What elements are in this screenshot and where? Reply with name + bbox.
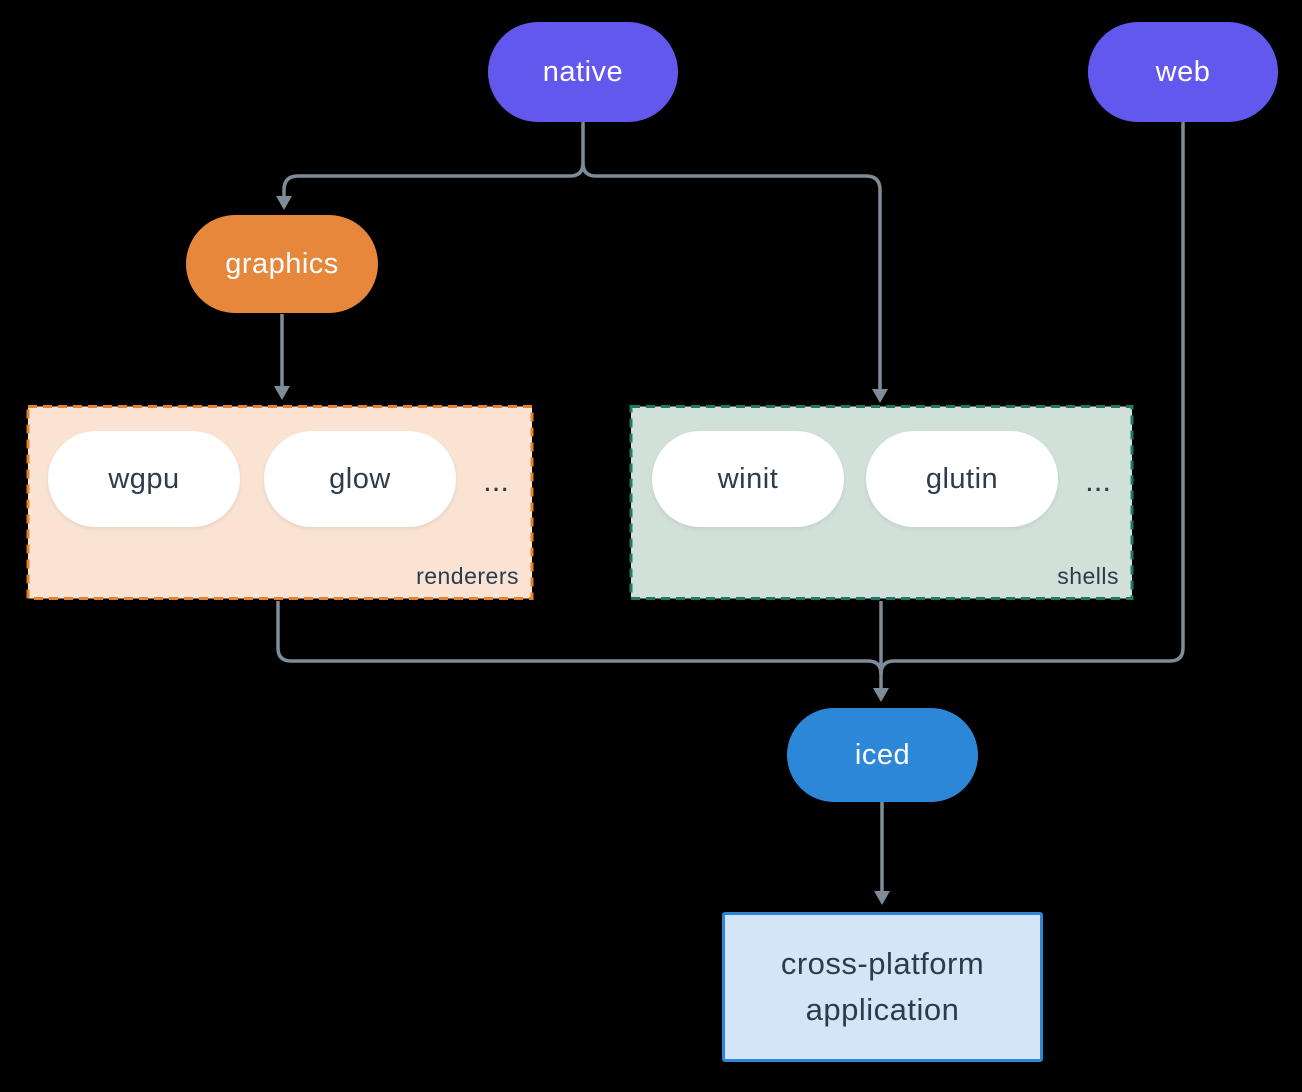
arrowhead-graphics [276,196,292,210]
renderers-group-label: renderers [416,563,519,589]
node-native: native [488,22,678,122]
node-web-label: web [1155,55,1211,88]
node-winit-label: winit [717,462,779,495]
arrowhead-shells [872,389,888,403]
renderers-ellipsis: ... [483,463,509,498]
node-cross-platform-application: cross-platform application [722,912,1043,1062]
arrowhead-renderers [274,386,290,400]
node-iced: iced [787,708,978,802]
node-glow: glow [264,431,456,527]
app-label-line2: application [805,992,960,1027]
node-wgpu: wgpu [48,431,240,527]
node-glutin: glutin [866,431,1058,527]
renderers-group: wgpu glow ... renderers [27,405,533,600]
shells-group: winit glutin ... shells [630,405,1133,600]
node-glow-label: glow [329,462,391,495]
arrowhead-app [874,891,890,905]
shells-ellipsis: ... [1085,463,1111,498]
edge-native-shells [581,162,882,389]
shells-group-label: shells [1057,563,1119,589]
app-label-line1: cross-platform [780,946,985,981]
node-graphics-label: graphics [225,247,339,280]
edge-renderers-iced [276,601,883,675]
node-iced-label: iced [854,738,911,771]
node-graphics: graphics [186,215,378,313]
node-winit: winit [652,431,844,527]
node-native-label: native [542,55,624,88]
arrowhead-iced [873,688,889,702]
edge-native-graphics [282,122,585,197]
node-glutin-label: glutin [925,462,999,495]
node-web: web [1088,22,1278,122]
node-wgpu-label: wgpu [108,462,180,495]
